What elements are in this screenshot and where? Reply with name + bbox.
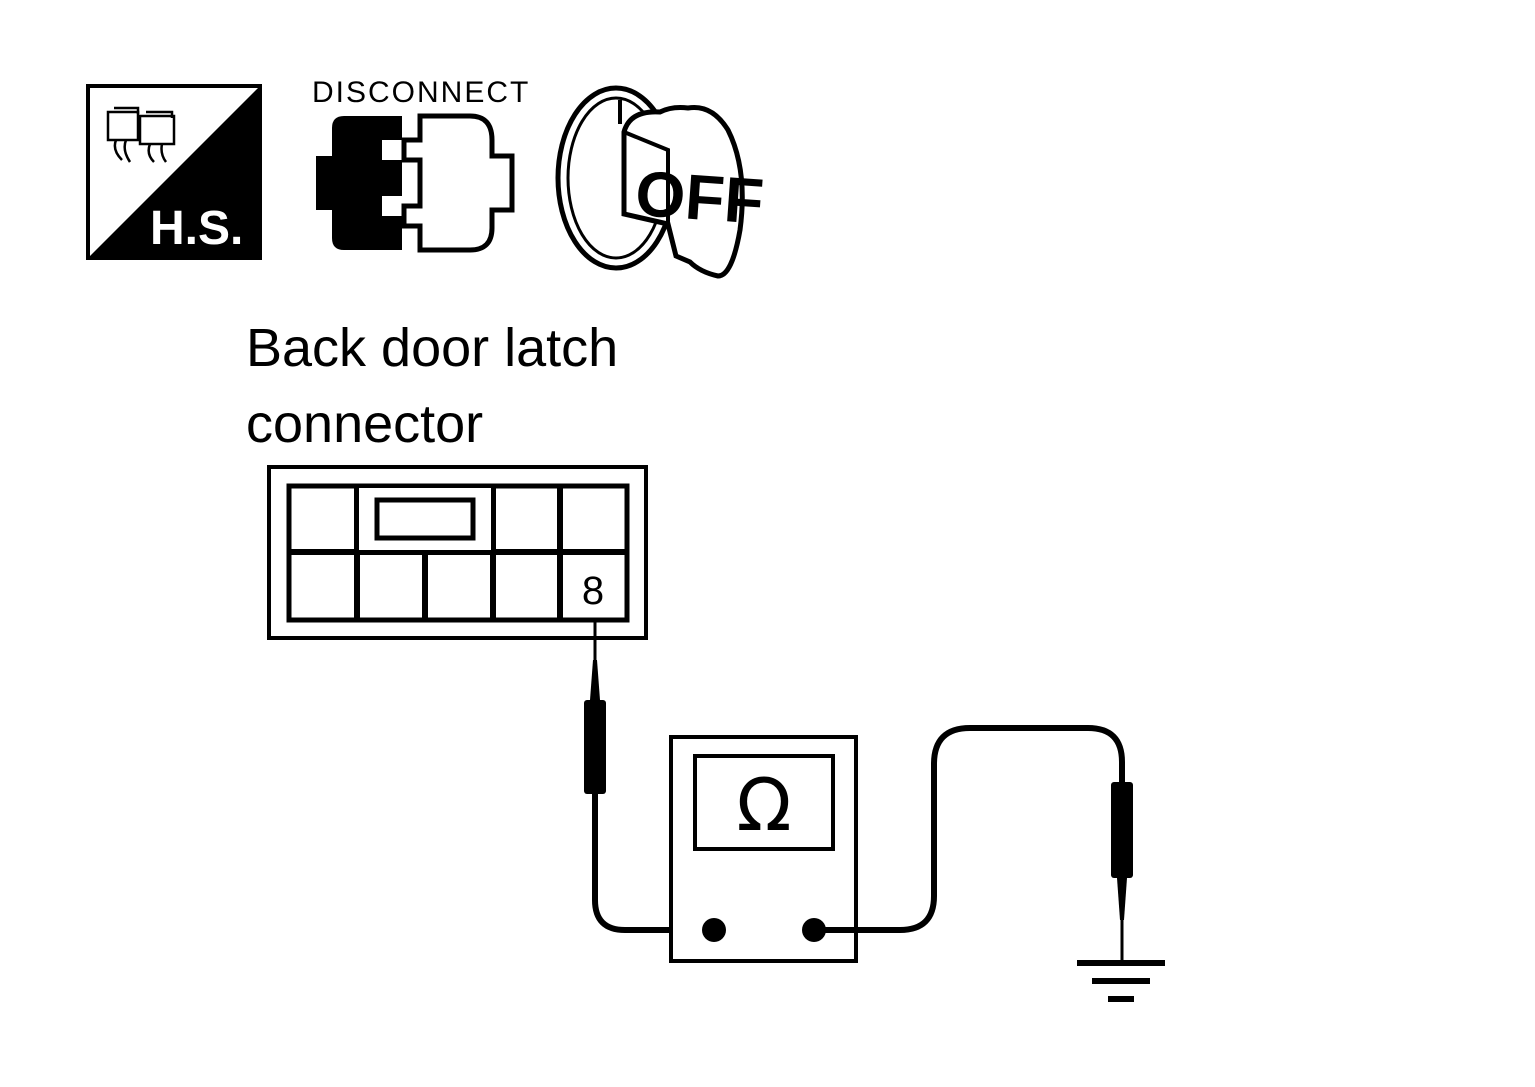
off-label: OFF	[633, 157, 766, 238]
meter-terminal-left	[702, 918, 726, 942]
harness-connector-icon	[106, 106, 176, 163]
harness-badge-icon: H.S.	[86, 84, 262, 260]
connector-label-line2: connector	[246, 394, 483, 454]
ignition-key-icon: OFF	[555, 85, 766, 279]
left-probe	[584, 622, 714, 933]
disconnect-label: DISCONNECT	[312, 76, 530, 109]
back-door-latch-connector: 8	[267, 465, 648, 640]
ground-icon	[1077, 960, 1165, 1002]
connector-label-line1: Back door latch	[246, 318, 618, 378]
right-probe	[814, 725, 1133, 962]
pin-8-label: 8	[582, 569, 604, 613]
ohmmeter-icon: Ω	[669, 735, 858, 963]
disconnect-connector-icon: DISCONNECT	[312, 76, 530, 253]
hs-label: H.S.	[150, 202, 243, 255]
ohm-symbol: Ω	[736, 763, 791, 847]
